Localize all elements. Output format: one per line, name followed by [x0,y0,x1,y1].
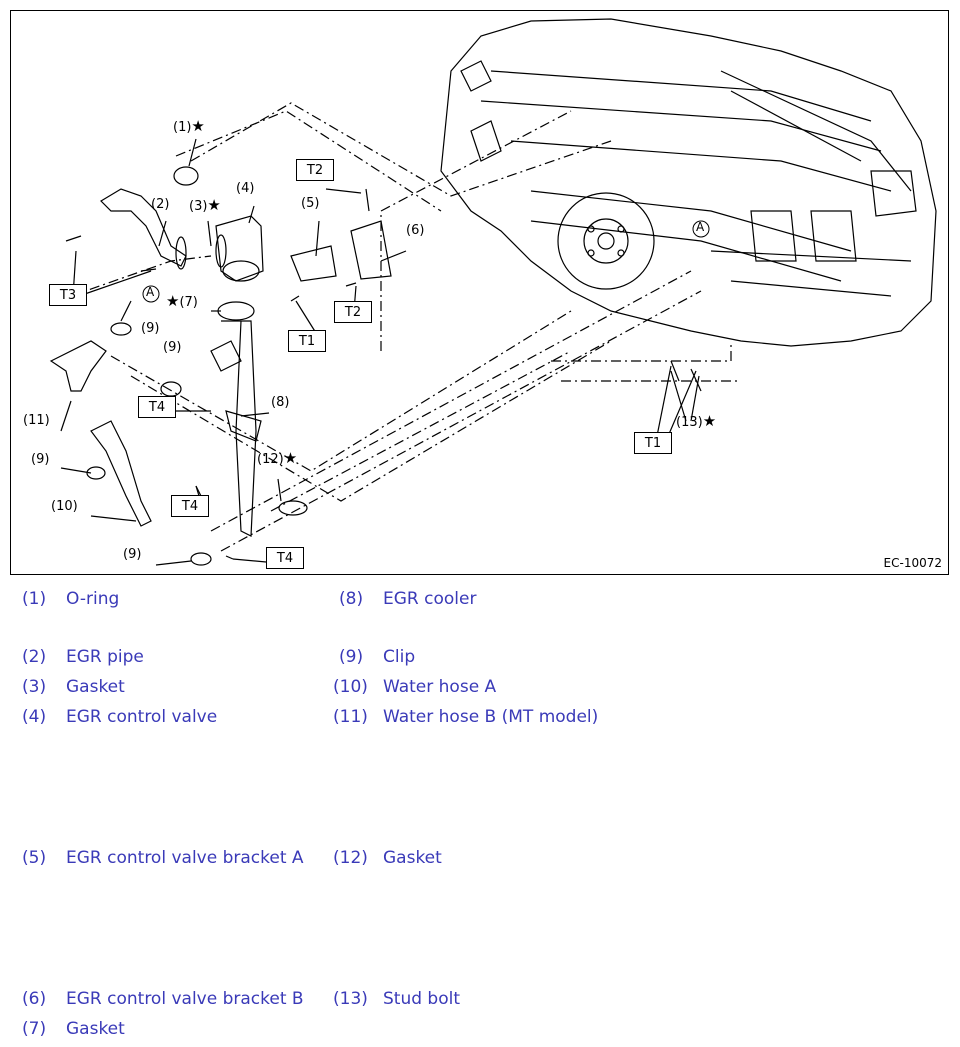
torque-t2-top: T2 [296,159,334,181]
star-icon: ★ [207,196,221,214]
callout-9b: (9) [163,340,182,355]
torque-t1-left: T1 [288,330,326,352]
callout-2: (2) [151,197,170,212]
callout-7: ★(7) [166,292,198,310]
diagram-drawing [49,18,937,566]
callout-10: (10) [51,499,78,514]
water-hose-b [49,340,107,392]
legend-item-5: (5)EGR control valve bracket A [22,848,304,868]
star-icon: ★ [283,449,298,467]
flywheel [557,192,655,290]
callout-1: (1)★ [173,117,205,135]
torque-t4-middle: T4 [171,495,209,517]
legend-item-4: (4)EGR control valve [22,707,218,727]
callout-13: (13)★ [676,412,717,430]
callout-4: (4) [236,181,255,196]
water-hose-a [90,420,152,527]
torque-t1-right: T1 [634,432,672,454]
bracket-a [290,245,337,282]
egr-cooler [221,320,257,537]
legend-item-2: (2)EGR pipe [22,647,144,667]
exploded-diagram: A A (1)★ (2) (3)★ (4) (5) (6) ★(7) (8) (… [10,10,949,575]
reference-a-right: A [696,220,705,234]
callout-9d: (9) [123,547,142,562]
star-icon: ★ [191,117,205,135]
callout-5: (5) [301,196,320,211]
callout-6: (6) [406,223,425,238]
star-icon: ★ [166,292,180,310]
callout-9c: (9) [31,452,50,467]
legend-item-10: (10)Water hose A [333,677,497,697]
star-icon: ★ [702,412,717,430]
legend-item-1: (1)O-ring [22,589,120,609]
torque-t2-right: T2 [334,301,372,323]
legend-item-11: (11)Water hose B (MT model) [333,707,599,727]
bracket-b [350,220,392,280]
callout-9a: (9) [141,321,160,336]
legend-item-8: (8)EGR cooler [339,589,477,609]
legend-item-7: (7)Gasket [22,1019,125,1039]
callout-12: (12)★ [257,449,298,467]
engine-block [440,18,937,347]
torque-t3: T3 [49,284,87,306]
reference-a-left: A [146,285,155,299]
callout-11: (11) [23,413,50,428]
torque-t4-upper: T4 [138,396,176,418]
torque-t4-lower: T4 [266,547,304,569]
figure-code: EC-10072 [883,556,942,570]
legend-item-12: (12)Gasket [333,848,442,868]
legend-item-13: (13)Stud bolt [333,989,461,1009]
callout-3: (3)★ [189,196,221,214]
legend-item-9: (9)Clip [339,647,416,667]
egr-pipe [100,188,187,267]
callout-8: (8) [271,395,290,410]
legend-item-3: (3)Gasket [22,677,125,697]
legend-item-6: (6)EGR control valve bracket B [22,989,304,1009]
